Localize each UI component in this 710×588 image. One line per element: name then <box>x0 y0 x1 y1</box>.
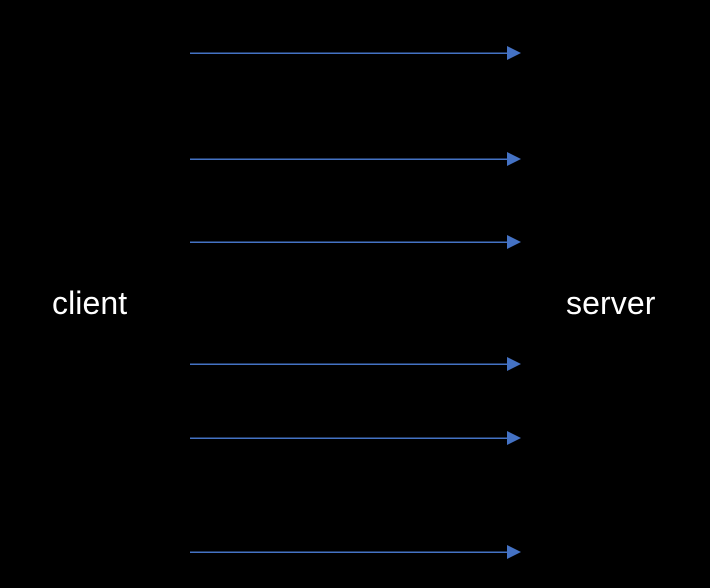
arrow-head-icon <box>507 152 521 166</box>
arrow-head-icon <box>507 431 521 445</box>
request-arrow <box>190 152 521 166</box>
arrow-head-icon <box>507 46 521 60</box>
client-label: client <box>52 285 128 321</box>
request-arrow <box>190 235 521 249</box>
arrow-head-icon <box>507 357 521 371</box>
request-arrow <box>190 357 521 371</box>
request-arrow-group <box>190 46 521 559</box>
server-label: server <box>566 285 656 321</box>
request-arrow <box>190 46 521 60</box>
request-arrow <box>190 545 521 559</box>
arrow-head-icon <box>507 545 521 559</box>
request-arrow <box>190 431 521 445</box>
arrow-head-icon <box>507 235 521 249</box>
